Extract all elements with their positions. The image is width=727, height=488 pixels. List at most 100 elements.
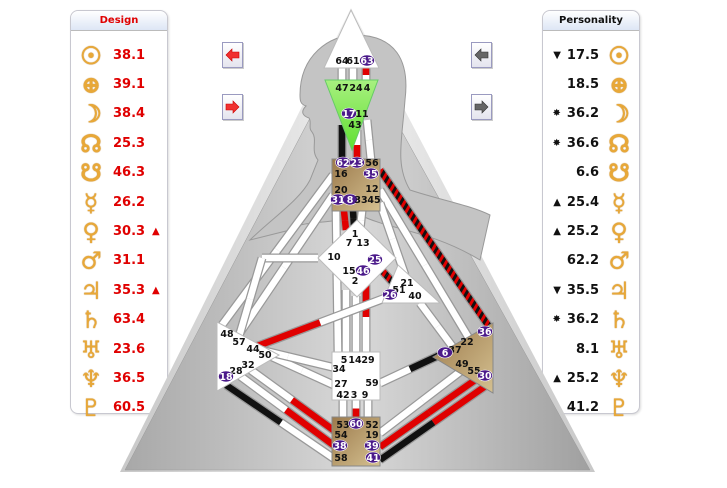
channel-12-22-design-half <box>377 188 428 267</box>
gate-23: 23 <box>350 158 363 169</box>
arrow-right-gray-icon <box>474 100 489 114</box>
personality-header: Personality <box>543 11 639 31</box>
gate-56: 56 <box>365 158 379 169</box>
gate-54: 54 <box>334 430 348 441</box>
gate-48: 48 <box>220 329 234 340</box>
design-row-uranus: ♅23.6 <box>77 335 149 364</box>
design-row-mercury: ☿26.2 <box>77 188 149 217</box>
channel-33-13-personality-half <box>356 220 365 231</box>
mercury-icon: ☿ <box>611 187 627 217</box>
activated-gate-marker <box>355 264 371 277</box>
design-row-sun: ☉38.1 <box>77 40 149 70</box>
design-gate-line-value: 63.4 <box>113 312 146 328</box>
gate-12: 12 <box>365 184 378 195</box>
exaltation-mark: ▲ <box>553 372 561 384</box>
earth-icon: ⊕ <box>608 69 630 99</box>
gate-51: 51 <box>392 285 405 296</box>
saturn-icon: ♄ <box>608 305 630 335</box>
design-row-earth: ⊕ 39.1 <box>77 69 149 99</box>
channel-20-34-personality-half <box>333 279 342 353</box>
activated-gate-marker <box>477 325 493 338</box>
channel-11-56-design-half <box>363 119 373 141</box>
root-center <box>331 416 381 467</box>
channel-19-49-design-half <box>378 397 425 436</box>
channel-50-27-personality-half <box>300 367 338 389</box>
gate-38: 38 <box>333 441 347 452</box>
saturn-icon: ♄ <box>80 305 102 335</box>
design-gate-line-value: 23.6 <box>113 341 146 357</box>
gate-33: 33 <box>354 195 367 206</box>
activated-gate-marker <box>348 417 364 430</box>
design-gate-line-value: 26.2 <box>113 194 146 210</box>
exaltation-mark: ▼ <box>553 49 561 61</box>
venus-icon: ♀ <box>610 216 628 246</box>
channel-18-58-design-half <box>224 382 283 426</box>
sun-icon: ☉ <box>80 40 102 70</box>
gate-1: 1 <box>352 229 359 240</box>
design-header: Design <box>71 11 167 31</box>
channel-8-1-personality-half <box>350 218 358 227</box>
gate-53: 53 <box>336 420 349 431</box>
personality-row-uranus: 8.1♅ <box>576 335 633 364</box>
channel-16-48-border <box>218 172 337 328</box>
activated-gate-marker <box>477 369 493 382</box>
exaltation-mark: ▲ <box>152 284 160 296</box>
channel-19-49-border <box>377 364 468 437</box>
channel-39-55-border <box>377 374 481 451</box>
gate-24: 24 <box>349 83 363 94</box>
design-row-venus: ♀30.3▲ <box>77 217 160 246</box>
activated-gate-marker <box>365 451 381 464</box>
gate-59: 59 <box>365 378 378 389</box>
gate-57: 57 <box>232 337 245 348</box>
design-gate-line-value: 39.1 <box>113 76 146 92</box>
channel-50-27-design-half <box>266 352 304 374</box>
personality-row-pluto: 41.2♇ <box>567 393 633 422</box>
gate-3: 3 <box>351 390 358 401</box>
design-row-saturn: ♄ 63.4 <box>77 305 149 335</box>
activated-gate-marker <box>218 370 234 383</box>
exaltation-mark: ▲ <box>152 225 160 237</box>
solar-plexus-center <box>432 322 494 394</box>
earth-icon: ⊕ <box>80 69 102 99</box>
channel-25-51-border <box>374 262 399 289</box>
gate-14: 14 <box>348 355 362 366</box>
channel-59-6-personality-half <box>408 352 442 372</box>
exaltation-mark: ✸ <box>552 314 561 326</box>
channel-40-37-personality-half <box>434 324 458 352</box>
gate-2: 2 <box>352 276 359 287</box>
spleen-center <box>216 321 281 392</box>
personality-gate-line-value: 25.4 <box>566 194 599 210</box>
gate-16: 16 <box>334 169 348 180</box>
personality-panel: Personality ▼17.5☉18.5⊕✸36.2☽✸36.6☊6.6☋▲… <box>542 10 640 422</box>
gate-18: 18 <box>219 372 233 383</box>
design-next-button[interactable] <box>222 94 243 120</box>
channel-39-55-personality-half <box>427 375 480 416</box>
gate-44: 44 <box>246 344 260 355</box>
personality-next-button[interactable] <box>471 94 492 120</box>
gate-11: 11 <box>355 109 368 120</box>
gate-10: 10 <box>327 252 341 263</box>
personality-row-mercury: ▲25.4☿ <box>553 187 633 217</box>
ajna-center <box>324 79 379 152</box>
personality-previous-button[interactable] <box>471 42 492 68</box>
channel-31-7-personality-half <box>341 220 350 231</box>
channel-26-44-design-half <box>318 294 387 326</box>
design-row-south-node: ☋46.3 <box>77 158 149 187</box>
head-center <box>323 8 380 69</box>
gate-42: 42 <box>336 390 349 401</box>
gate-25: 25 <box>368 255 381 266</box>
channel-11-56-personality-half <box>365 139 375 161</box>
arrow-left-gray-icon <box>474 48 489 62</box>
design-gate-line-value: 25.3 <box>113 135 146 151</box>
body-outer-silhouette <box>120 8 595 472</box>
channel-20-57-personality-half <box>232 265 287 342</box>
personality-row-mars: 62.2♂ <box>567 246 633 275</box>
design-previous-button[interactable] <box>222 42 243 68</box>
personality-row-north-node: ✸36.6☊ <box>553 129 633 158</box>
channel-41-30-design-half <box>378 419 436 463</box>
activated-gate-marker <box>382 288 398 301</box>
gate-37: 37 <box>448 345 461 356</box>
mars-icon: ♂ <box>80 246 102 276</box>
gate-9: 9 <box>362 390 369 401</box>
channel-12-22-border <box>376 187 474 343</box>
